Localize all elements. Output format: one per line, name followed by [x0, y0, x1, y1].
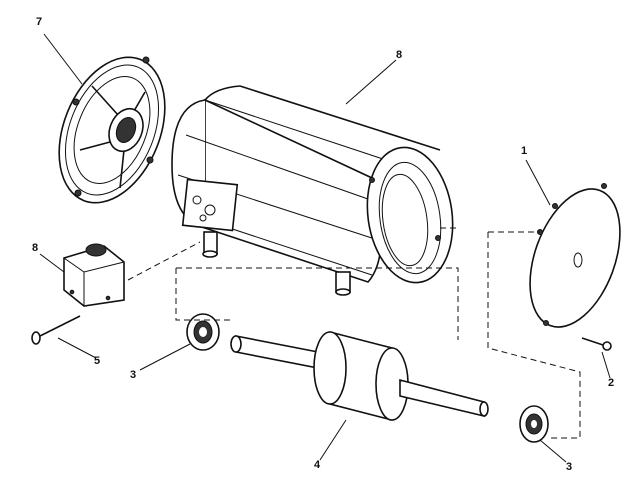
callout-terminal-box: 8: [32, 242, 39, 254]
callout-screw: 5: [94, 355, 101, 367]
leader-lines: [39, 33, 611, 463]
bolt-part-2: [581, 337, 612, 351]
terminal-box-part-8: [63, 243, 125, 307]
alignment-dashes: [127, 227, 581, 439]
callout-end-cover: 1: [521, 145, 528, 157]
callout-bolt: 2: [608, 377, 615, 389]
screw-part-5: [31, 315, 81, 345]
bearing-part-3-left: [186, 313, 220, 351]
motor-frame-part-8: [171, 85, 454, 296]
callout-bearing-left: 3: [130, 369, 137, 381]
callout-rotor-shaft: 4: [314, 459, 321, 471]
callout-frame: 8: [396, 49, 403, 61]
rotor-shaft-part-4: [230, 331, 489, 421]
end-bell-part-7: [58, 56, 166, 204]
end-cover-part-1: [529, 183, 621, 328]
callout-bearing-right: 3: [566, 461, 573, 473]
callout-end-bell: 7: [36, 16, 43, 28]
bearing-part-3-right: [519, 405, 549, 443]
